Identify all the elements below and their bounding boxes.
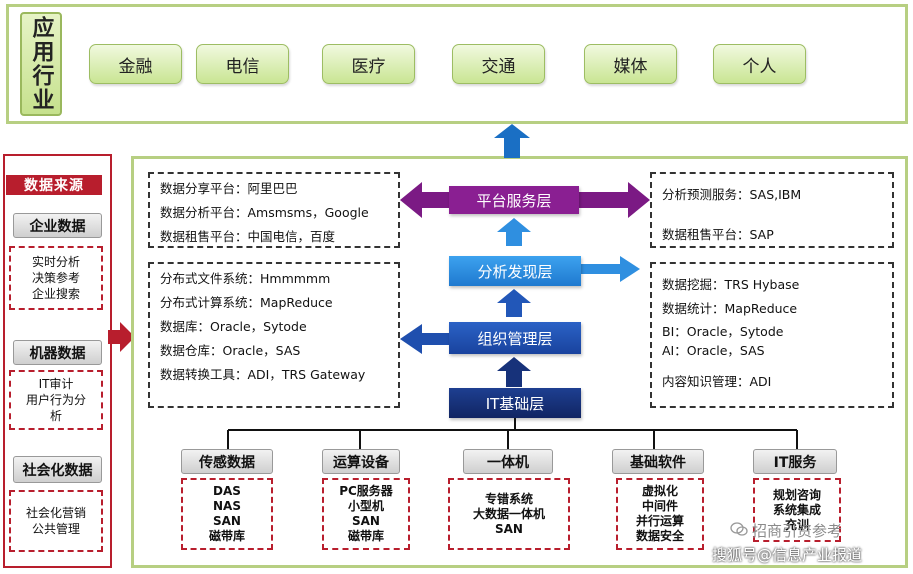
list-item: 中间件 [641,499,678,513]
list-item: 数据转换工具：ADI，TRS Gateway [160,367,366,382]
list-item: 大数据一体机 [472,506,545,521]
list-item: 数据租售平台：中国电信，百度 [160,229,336,244]
industry-panel-title: 应用行业 [20,12,62,116]
layer-organization-management[interactable]: 组织管理层 [449,322,581,354]
industry-transport-button[interactable]: 交通 [452,44,545,84]
source-enterprise-data[interactable]: 企业数据 [13,213,102,238]
list-item: PC服务器 [339,484,393,498]
list-item: 内容知识管理：ADI [662,374,772,389]
list-item: NAS [213,499,241,513]
data-source-title: 数据来源 [6,175,102,195]
source-machine-data[interactable]: 机器数据 [13,340,102,365]
list-item: 磁带库 [347,529,384,543]
infra-it-service-box: 规划咨询 系统集成 充训 [753,478,841,542]
infra-base-software[interactable]: 基础软件 [612,449,704,474]
arrow-right-icon [580,256,640,282]
arrow-up-icon [497,289,531,317]
industry-finance-button[interactable]: 金融 [89,44,182,84]
right-services-box: 分析预测服务：SAS,IBM 数据租售平台：SAP [650,172,894,248]
list-item: 数据分享平台：阿里巴巴 [160,181,298,196]
arrow-right-icon [108,322,135,352]
list-item: 充训 [784,517,809,532]
infra-sensor-box: DAS NAS SAN 磁带库 [181,478,273,550]
infra-compute-device[interactable]: 运算设备 [322,449,400,474]
list-item: 规划咨询 [772,487,821,502]
list-item: 数据统计：MapReduce [662,301,798,316]
connector-lines [227,418,798,450]
list-item: 数据挖掘：TRS Hybase [662,277,800,292]
list-item: 决策参考 [31,271,80,285]
list-item: 虚拟化 [641,484,678,498]
list-item: 数据仓库：Oracle，SAS [160,343,301,358]
source-enterprise-box: 实时分析 决策参考 企业搜索 [9,246,103,310]
arrow-up-icon [497,357,531,387]
infra-all-in-one[interactable]: 一体机 [463,449,553,474]
list-item: 数据分析平台：Amsmsms，Google [160,205,369,220]
layer-analysis-discovery[interactable]: 分析发现层 [449,256,581,286]
infra-all-in-one-box: 专错系统 大数据一体机 SAN [448,478,570,550]
list-item: 并行运算 [635,514,684,528]
list-item: 磁带库 [208,529,245,543]
layer-platform-service[interactable]: 平台服务层 [449,186,579,214]
list-item: 数据库：Oracle，Sytode [160,319,307,334]
list-item: DAS [213,484,241,498]
list-item: 小型机 [347,499,384,513]
list-item: 数据安全 [635,529,684,543]
list-item: 数据租售平台：SAP [662,227,774,242]
list-item: 用户行为分 [25,393,86,407]
list-item: 分布式文件系统：Hmmmmm [160,271,331,286]
layer-it-infrastructure[interactable]: IT基础层 [449,388,581,418]
arrow-up-icon [497,218,531,246]
source-machine-box: IT审计 用户行为分 析 [9,370,103,430]
industry-media-button[interactable]: 媒体 [584,44,677,84]
list-item: SAN [352,514,380,528]
arrow-up-icon [494,124,530,158]
infra-compute-box: PC服务器 小型机 SAN 磁带库 [322,478,410,550]
list-item: 企业搜索 [31,287,80,301]
industry-medical-button[interactable]: 医疗 [322,44,415,84]
infra-it-service[interactable]: IT服务 [753,449,837,474]
list-item: 析 [49,409,62,423]
list-item: 专错系统 [484,491,533,506]
list-item: 公共管理 [31,522,80,536]
industry-telecom-button[interactable]: 电信 [196,44,289,84]
list-item: AI：Oracle，SAS [662,343,765,358]
list-item: BI：Oracle，Sytode [662,324,784,339]
list-item: SAN [213,514,241,528]
watermark-source: 招商引资参考 [752,522,843,540]
list-item: 系统集成 [772,502,821,517]
arrow-left-icon [400,324,452,354]
source-social-box: 社会化营销 公共管理 [9,490,103,552]
list-item: 分布式计算系统：MapReduce [160,295,333,310]
list-item: IT审计 [38,377,74,391]
infra-base-software-box: 虚拟化 中间件 并行运算 数据安全 [616,478,704,550]
watermark-author: 搜狐号@信息产业报道 [712,546,863,564]
source-social-data[interactable]: 社会化数据 [13,456,102,483]
list-item: 实时分析 [31,255,80,269]
right-analysis-box: 数据挖掘：TRS Hybase 数据统计：MapReduce BI：Oracle… [650,262,894,408]
wechat-icon [730,522,748,536]
org-management-box: 分布式文件系统：Hmmmmm 分布式计算系统：MapReduce 数据库：Ora… [148,262,400,408]
list-item: 分析预测服务：SAS,IBM [662,187,802,202]
list-item: SAN [495,521,523,536]
list-item: 社会化营销 [25,506,86,520]
industry-personal-button[interactable]: 个人 [713,44,806,84]
platform-services-box: 数据分享平台：阿里巴巴 数据分析平台：Amsmsms，Google 数据租售平台… [148,172,400,248]
infra-sensor-data[interactable]: 传感数据 [181,449,273,474]
